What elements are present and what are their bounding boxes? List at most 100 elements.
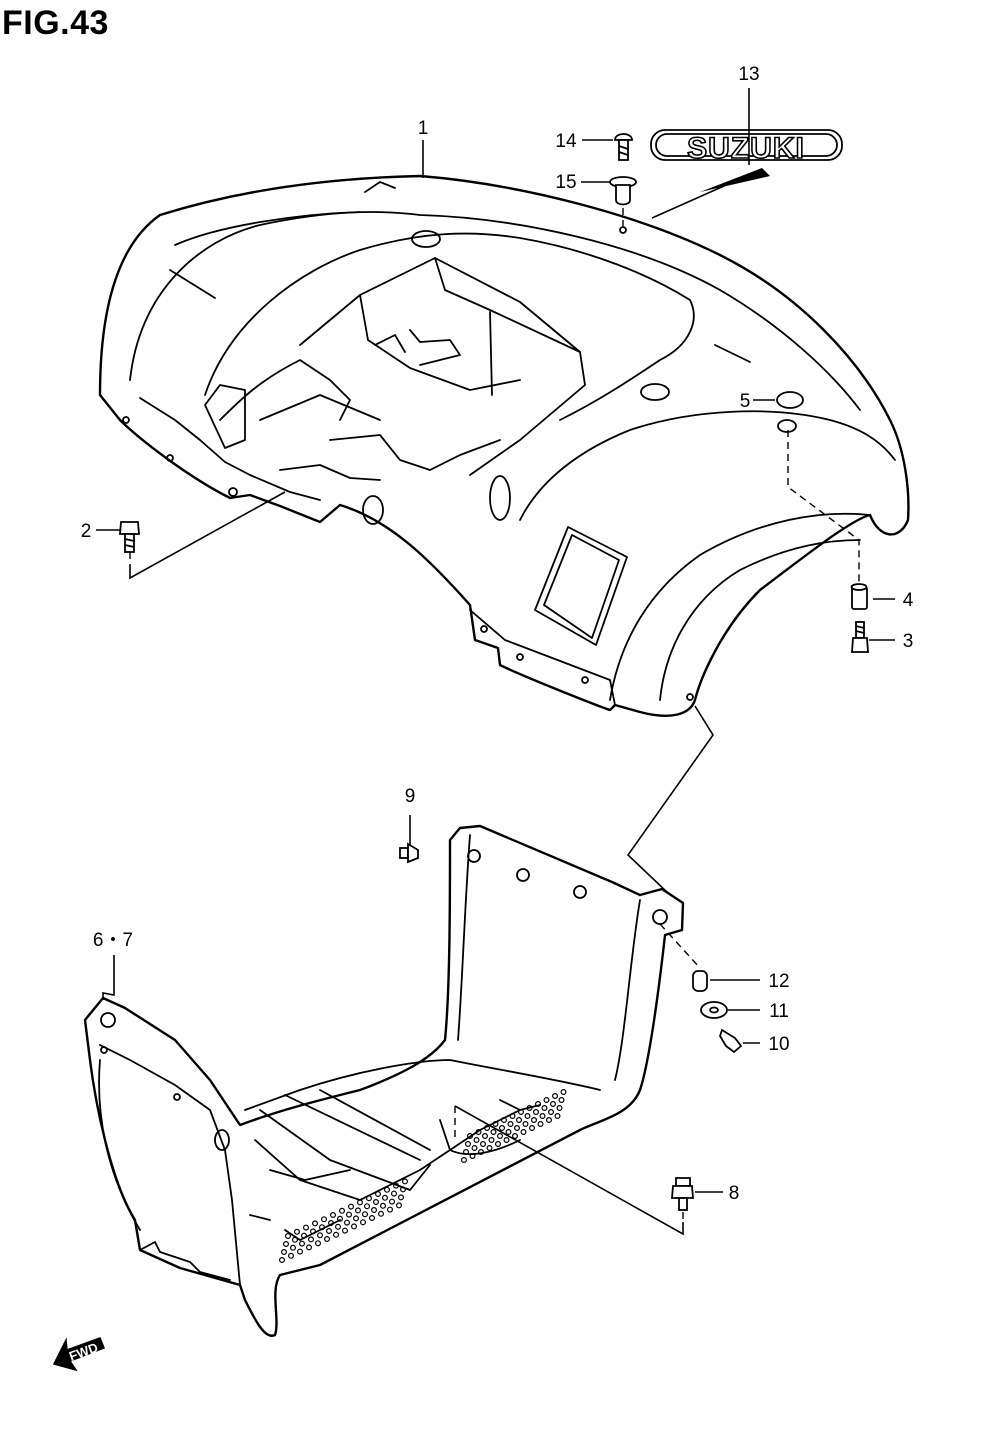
- bolt-3[interactable]: [851, 621, 869, 653]
- antislip-dot: [328, 1219, 335, 1226]
- antislip-dot: [301, 1232, 308, 1239]
- antislip-dot: [288, 1252, 295, 1259]
- antislip-dot: [396, 1202, 403, 1209]
- antislip-dot: [558, 1096, 565, 1103]
- antislip-dot: [537, 1120, 544, 1127]
- antislip-dot: [317, 1232, 324, 1239]
- collar-4[interactable]: [850, 583, 868, 610]
- callout-labels: 1 2 3 4 5 6・7 8 9 10 11 12 13 14 15: [81, 64, 914, 1204]
- antislip-dot: [551, 1092, 558, 1099]
- antislip-dot: [532, 1108, 539, 1115]
- antislip-dot: [486, 1144, 493, 1151]
- antislip-dot: [315, 1240, 322, 1247]
- callout-8: 8: [729, 1183, 740, 1204]
- antislip-dot: [526, 1104, 533, 1111]
- antislip-dot: [402, 1178, 409, 1185]
- antislip-dot: [478, 1148, 485, 1155]
- antislip-dot: [517, 1108, 524, 1115]
- antislip-dot: [333, 1231, 340, 1238]
- antislip-dot: [471, 1144, 478, 1151]
- antislip-dot: [339, 1207, 346, 1214]
- antislip-dot: [515, 1116, 522, 1123]
- antislip-dot: [495, 1140, 502, 1147]
- antislip-dot: [484, 1124, 491, 1131]
- callout-6-7: 6・7: [93, 930, 133, 951]
- callout-14: 14: [555, 131, 577, 152]
- antislip-dot: [467, 1132, 474, 1139]
- antislip-dot: [473, 1136, 480, 1143]
- antislip-dot: [545, 1116, 552, 1123]
- antislip-dot: [461, 1156, 468, 1163]
- antislip-dot: [312, 1220, 319, 1227]
- alignment-lines: [129, 208, 860, 1222]
- suzuki-emblem[interactable]: SUZUKI: [650, 129, 843, 166]
- antislip-dot: [378, 1210, 385, 1217]
- antislip-dot: [492, 1120, 499, 1127]
- antislip-dot: [393, 1182, 400, 1189]
- grommet-15[interactable]: [609, 176, 637, 206]
- antislip-dot: [297, 1248, 304, 1255]
- antislip-dot: [511, 1132, 518, 1139]
- callout-10: 10: [768, 1034, 789, 1055]
- antislip-dot: [380, 1202, 387, 1209]
- antislip-dot: [524, 1112, 531, 1119]
- antislip-dot: [384, 1186, 391, 1193]
- antislip-dot: [547, 1108, 554, 1115]
- antislip-dot: [469, 1152, 476, 1159]
- clip-9[interactable]: [399, 842, 419, 864]
- cap-5[interactable]: [776, 391, 804, 409]
- antislip-dot: [480, 1140, 487, 1147]
- antislip-dot: [513, 1124, 520, 1131]
- screw-10[interactable]: [719, 1028, 743, 1054]
- antislip-dot: [488, 1136, 495, 1143]
- antislip-dot: [490, 1128, 497, 1135]
- washer-11[interactable]: [700, 1001, 728, 1019]
- callout-11: 11: [769, 1001, 789, 1022]
- antislip-dot: [534, 1100, 541, 1107]
- antislip-dot: [299, 1240, 306, 1247]
- antislip-dot: [364, 1203, 371, 1210]
- bolt-2[interactable]: [119, 521, 140, 553]
- antislip-dot: [326, 1227, 333, 1234]
- callout-12: 12: [768, 971, 789, 992]
- antislip-dot: [373, 1198, 380, 1205]
- antislip-dot: [507, 1120, 514, 1127]
- leader-lines: [96, 88, 895, 1236]
- antislip-dot: [543, 1096, 550, 1103]
- antislip-dot: [324, 1235, 331, 1242]
- screw-14[interactable]: [614, 133, 633, 161]
- callout-1: 1: [418, 118, 429, 139]
- antislip-dot: [292, 1236, 299, 1243]
- antislip-dot: [387, 1206, 394, 1213]
- rear-fender[interactable]: [98, 174, 910, 717]
- bushing-12[interactable]: [692, 970, 708, 992]
- antislip-dot: [541, 1104, 548, 1111]
- antislip-dot: [285, 1232, 292, 1239]
- antislip-dot: [391, 1190, 398, 1197]
- antislip-dot: [375, 1190, 382, 1197]
- antislip-pattern-rear: [461, 1088, 567, 1163]
- antislip-dot: [398, 1194, 405, 1201]
- antislip-dot: [337, 1215, 344, 1222]
- antislip-dot: [321, 1216, 328, 1223]
- antislip-dot: [355, 1207, 362, 1214]
- antislip-dot: [294, 1228, 301, 1235]
- antislip-dot: [389, 1198, 396, 1205]
- emblem-text: SUZUKI: [687, 132, 805, 165]
- bolt-8[interactable]: [671, 1177, 694, 1211]
- antislip-dot: [319, 1224, 326, 1231]
- antislip-dot: [522, 1120, 529, 1127]
- antislip-dot: [501, 1116, 508, 1123]
- antislip-dot: [369, 1214, 376, 1221]
- footrest-assembly[interactable]: [83, 824, 685, 1337]
- antislip-dot: [281, 1248, 288, 1255]
- antislip-dot: [360, 1219, 367, 1226]
- fwd-label: FWD: [67, 1340, 100, 1364]
- emblem-pointer: [700, 168, 770, 192]
- antislip-dot: [303, 1224, 310, 1231]
- callout-15: 15: [555, 172, 576, 193]
- antislip-dot: [530, 1116, 537, 1123]
- callout-4: 4: [903, 590, 914, 611]
- forward-direction-arrow: FWD: [52, 1337, 105, 1372]
